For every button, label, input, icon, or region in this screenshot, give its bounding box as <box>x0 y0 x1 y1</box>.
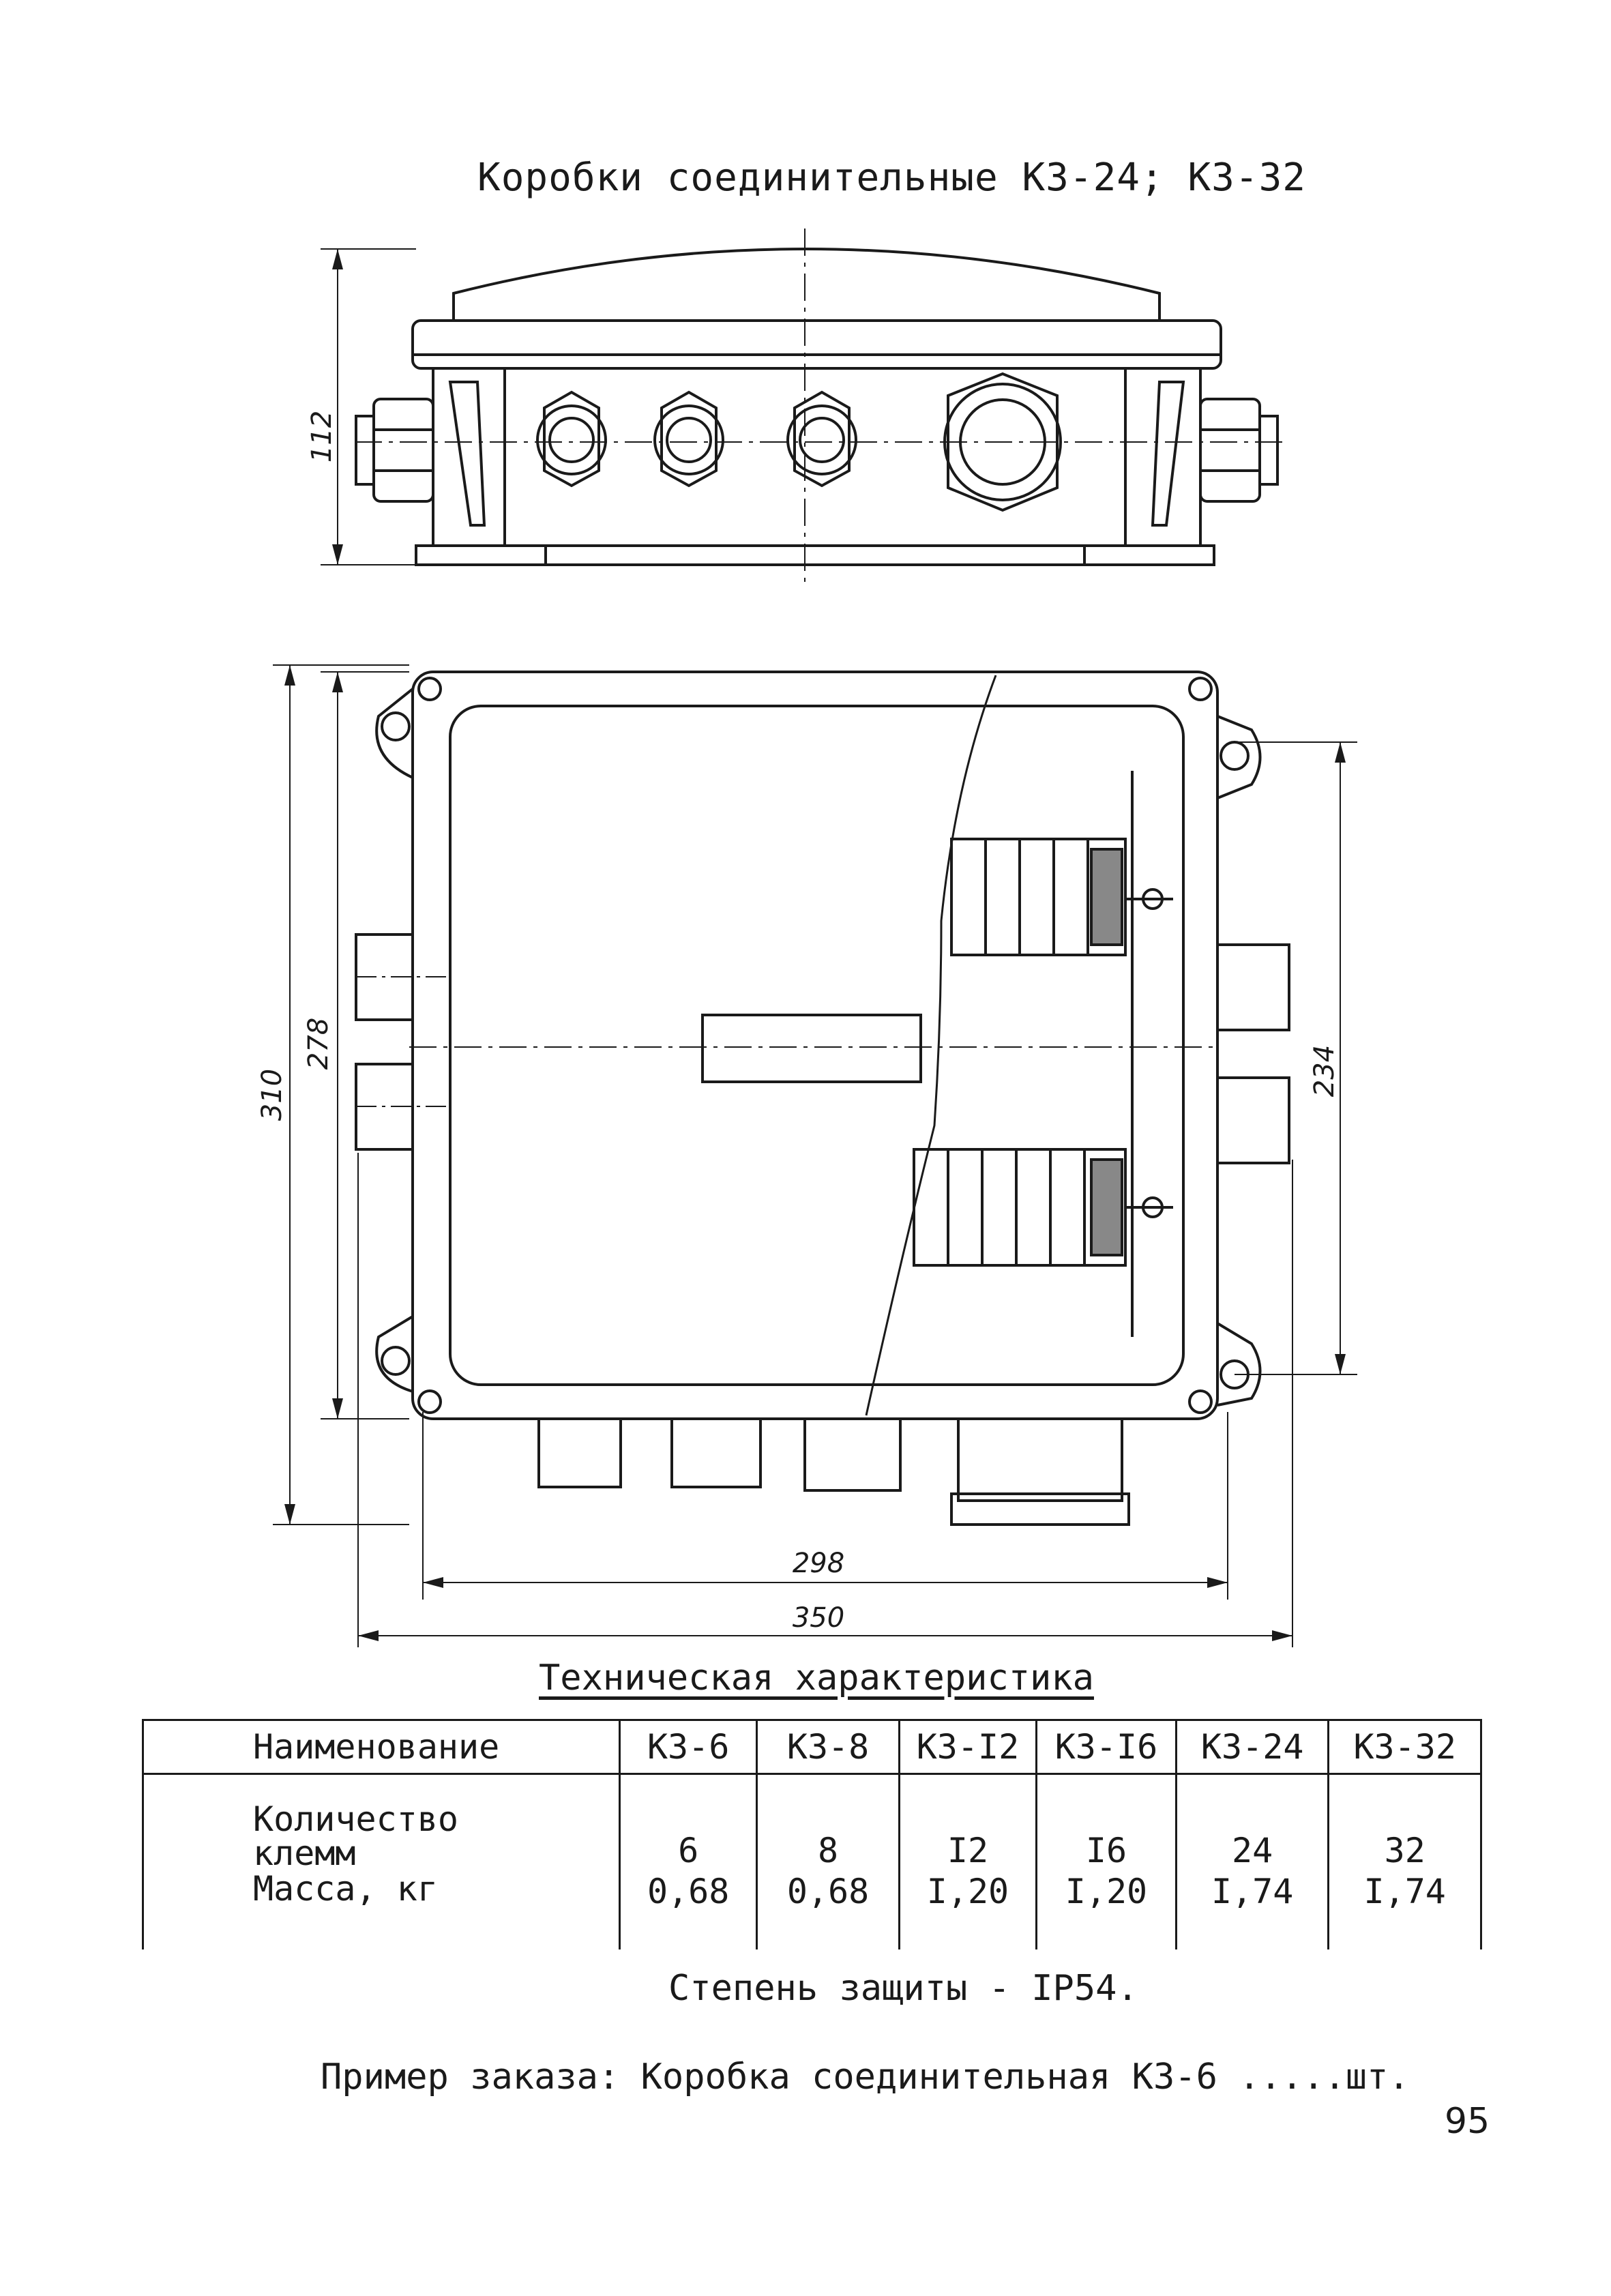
table-header-row: Наименование КЗ-6 КЗ-8 КЗ-I2 КЗ-I6 КЗ-24… <box>141 1719 1482 1775</box>
header-model: КЗ-I6 <box>1035 1719 1177 1775</box>
header-model: КЗ-8 <box>756 1719 900 1775</box>
dim-inner-height: 278 <box>303 1018 334 1070</box>
cell-terminals: 24 <box>1174 1773 1329 1871</box>
spec-title: Техническая характеристика <box>539 1658 1094 1698</box>
dim-side-height: 112 <box>306 411 338 462</box>
spec-table: Наименование КЗ-6 КЗ-8 КЗ-I2 КЗ-I6 КЗ-24… <box>141 1719 1482 1949</box>
cell-terminals: I6 <box>1035 1773 1177 1871</box>
cell-mass: 0,68 <box>619 1871 757 1949</box>
dim-outer-width: 350 <box>793 1602 844 1634</box>
cell-terminals: 8 <box>756 1773 900 1871</box>
page-title: Коробки соединительные КЗ-24; КЗ-32 <box>477 156 1307 200</box>
cell-terminals: I2 <box>898 1773 1037 1871</box>
page-number: 95 <box>1445 2101 1490 2142</box>
table-row: Масса, кг 0,68 0,68 I,20 I,20 I,74 I,74 <box>141 1871 1482 1949</box>
dim-outer-height: 310 <box>256 1069 288 1121</box>
header-model: КЗ-6 <box>619 1719 757 1775</box>
cell-terminals: 6 <box>619 1773 757 1871</box>
order-example: Пример заказа: Коробка соединительная КЗ… <box>321 2057 1410 2098</box>
cell-terminals: 32 <box>1327 1773 1482 1871</box>
header-model: КЗ-I2 <box>898 1719 1037 1775</box>
side-view <box>321 229 1282 587</box>
row-label-mass: Масса, кг <box>141 1871 620 1949</box>
protection-degree: Степень защиты - IP54. <box>668 1968 1138 2009</box>
technical-drawing: 112 310 278 234 298 350 <box>256 229 1357 1647</box>
header-name: Наименование <box>141 1719 620 1775</box>
cell-mass: I,74 <box>1327 1871 1482 1949</box>
front-view <box>273 664 1357 1647</box>
cell-mass: I,74 <box>1174 1871 1329 1949</box>
header-model: КЗ-24 <box>1174 1719 1329 1775</box>
cell-mass: 0,68 <box>756 1871 900 1949</box>
dim-mount-spacing: 234 <box>1309 1045 1340 1097</box>
cell-mass: I,20 <box>898 1871 1037 1949</box>
cell-mass: I,20 <box>1035 1871 1177 1949</box>
header-model: КЗ-32 <box>1327 1719 1482 1775</box>
dim-inner-width: 298 <box>793 1548 844 1579</box>
